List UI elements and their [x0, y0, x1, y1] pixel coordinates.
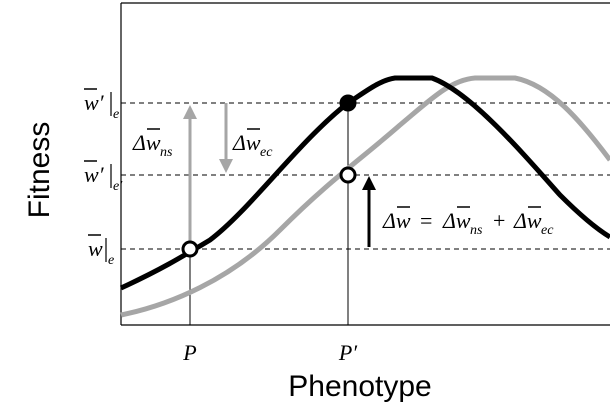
- svg-text:+: +: [493, 208, 505, 233]
- fitness-curve-e-prime: [120, 75, 610, 318]
- svg-text:Δw: Δw: [513, 208, 542, 233]
- svg-text:Δw: Δw: [382, 208, 411, 233]
- y-label-w-prime-eprime: w′ e′: [84, 160, 123, 194]
- label-delta-w-ec: Δw ec: [232, 128, 273, 160]
- label-delta-w-total: Δw = Δw ns + Δw ec: [382, 206, 554, 238]
- svg-text:ec: ec: [541, 223, 554, 238]
- svg-text:e′: e′: [113, 179, 123, 194]
- y-label-w-prime-e: w′ e: [84, 88, 119, 122]
- svg-text:e: e: [108, 253, 114, 268]
- point-P-prime-w-prime-eprime: [339, 166, 357, 184]
- x-label-P: P: [182, 340, 196, 365]
- delta-ns-arrowhead: [183, 105, 197, 119]
- svg-text:Δw: Δw: [232, 130, 261, 155]
- svg-text:Δw: Δw: [132, 130, 161, 155]
- svg-text:=: =: [420, 208, 432, 233]
- point-P-w-e: [181, 240, 199, 258]
- svg-text:e: e: [113, 107, 119, 122]
- label-delta-w-ns: Δw ns: [132, 128, 173, 160]
- x-label-P-prime: P′: [338, 340, 358, 365]
- svg-text:Δw: Δw: [442, 208, 471, 233]
- x-axis-title: Phenotype: [288, 370, 431, 403]
- svg-text:ec: ec: [260, 145, 273, 160]
- svg-text:w: w: [88, 236, 103, 261]
- svg-text:ns: ns: [470, 223, 483, 238]
- svg-text:ns: ns: [160, 145, 173, 160]
- delta-ec-arrowhead: [219, 159, 233, 173]
- delta-total-arrowhead: [362, 176, 376, 190]
- svg-text:w′: w′: [84, 90, 105, 115]
- y-label-w-e: w e: [88, 234, 114, 268]
- svg-text:w′: w′: [84, 162, 105, 187]
- fitness-curve-e: [119, 75, 610, 291]
- point-P-prime-w-prime-e: [339, 94, 357, 112]
- y-axis-title: Fitness: [23, 122, 56, 219]
